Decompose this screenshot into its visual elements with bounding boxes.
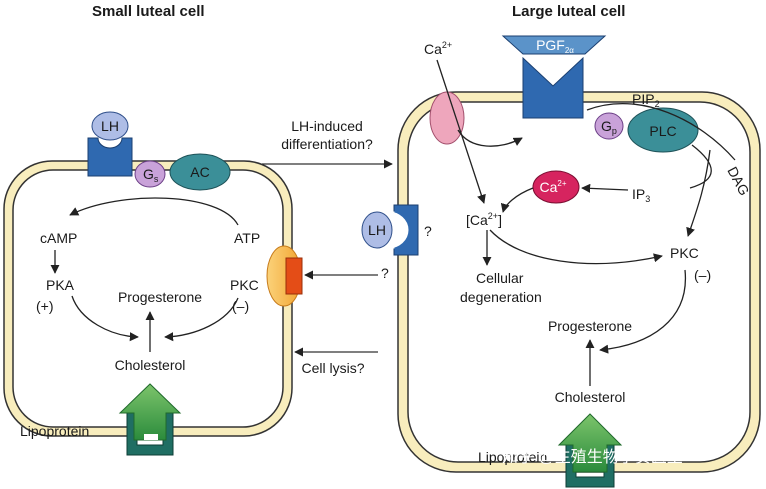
phospholipase-c: PLC — [627, 107, 699, 153]
plc-label: PLC — [649, 123, 676, 139]
ca-top-label: Ca — [424, 41, 442, 57]
large-cell-membrane — [397, 91, 761, 473]
gp-label: G — [601, 118, 612, 134]
pka-label: PKA — [46, 277, 75, 293]
cell-lysis-label: Cell lysis? — [301, 360, 364, 376]
question-mark-mid: ? — [381, 265, 389, 281]
pkc-label-small: PKC — [230, 277, 259, 293]
cholesterol-label-small: Cholesterol — [115, 357, 186, 373]
lipoprotein-label-small: Lipoprotein — [20, 423, 89, 439]
svg-text:[Ca2+]: [Ca2+] — [466, 211, 502, 228]
large-cell-title: Large luteal cell — [512, 3, 625, 20]
ca-store-superscript: 2+ — [557, 179, 566, 188]
camp-label: cAMP — [40, 230, 77, 246]
ca-int-close: ] — [498, 212, 502, 228]
svg-text:Gp: Gp — [601, 118, 617, 136]
pgf2a-receptor: PGF2α — [501, 35, 607, 119]
cholesterol-label-large: Cholesterol — [555, 389, 626, 405]
lh-label-small: LH — [101, 118, 119, 134]
svg-text:PGF2α: PGF2α — [536, 37, 574, 55]
lh-receptor-large — [387, 204, 419, 256]
pkc-label-large: PKC — [670, 245, 699, 261]
lh-ligand-large: LH — [361, 211, 393, 249]
small-cell-arrows — [50, 197, 239, 352]
gs-protein: Gs — [134, 160, 166, 188]
lipoprotein-receptor-large — [557, 413, 623, 488]
pgf-subscript: 2α — [565, 46, 574, 55]
svg-text:Gs: Gs — [143, 166, 159, 184]
orange-receptor — [266, 245, 303, 307]
ac-label: AC — [190, 164, 209, 180]
lh-ligand-small: LH — [91, 111, 129, 141]
gs-label: G — [143, 166, 154, 182]
small-cell-title: Small luteal cell — [92, 3, 205, 20]
ip3-subscript: 3 — [645, 194, 650, 204]
pka-sign: (+) — [36, 298, 54, 314]
ip3-label: IP — [632, 186, 645, 202]
pkc-sign-large: (–) — [694, 267, 711, 283]
watermark-text: 知乎 @生殖生物学贺医生 — [502, 448, 683, 466]
lipoprotein-receptor-small — [118, 383, 182, 456]
svg-text:IP3: IP3 — [632, 186, 650, 204]
ca-int-superscript: 2+ — [488, 211, 498, 221]
svg-text:Ca2+: Ca2+ — [424, 40, 452, 57]
cellular-label: Cellular — [476, 270, 524, 286]
svg-text:Ca2+: Ca2+ — [539, 179, 566, 195]
lh-label-large: LH — [368, 222, 386, 238]
progesterone-label-small: Progesterone — [118, 289, 202, 305]
atp-label: ATP — [234, 230, 260, 246]
lh-induced-line1: LH-induced — [291, 118, 363, 134]
calcium-channel — [429, 91, 465, 145]
question-mark-large: ? — [424, 223, 432, 239]
gs-subscript: s — [154, 174, 159, 184]
lh-receptor-small — [87, 137, 133, 177]
pkc-sign-small: (–) — [232, 298, 249, 314]
calcium-store: Ca2+ — [532, 170, 580, 204]
degeneration-label: degeneration — [460, 289, 542, 305]
gp-subscript: p — [612, 126, 617, 136]
ca-store-label: Ca — [539, 179, 557, 195]
lipoprotein-label-large: Lipoprotein — [478, 449, 547, 465]
lh-induced-line2: differentiation? — [281, 136, 373, 152]
ca-top-superscript: 2+ — [442, 40, 452, 50]
pgf-label: PGF — [536, 37, 565, 53]
adenylyl-cyclase: AC — [169, 153, 231, 191]
pip-subscript: 2 — [655, 99, 660, 109]
ca-int-open: [Ca — [466, 212, 488, 228]
svg-text:PIP2: PIP2 — [632, 91, 660, 109]
large-cell-arrows — [436, 59, 736, 386]
gp-protein: Gp — [594, 112, 624, 140]
pip-label: PIP — [632, 91, 655, 107]
progesterone-label-large: Progesterone — [548, 318, 632, 334]
